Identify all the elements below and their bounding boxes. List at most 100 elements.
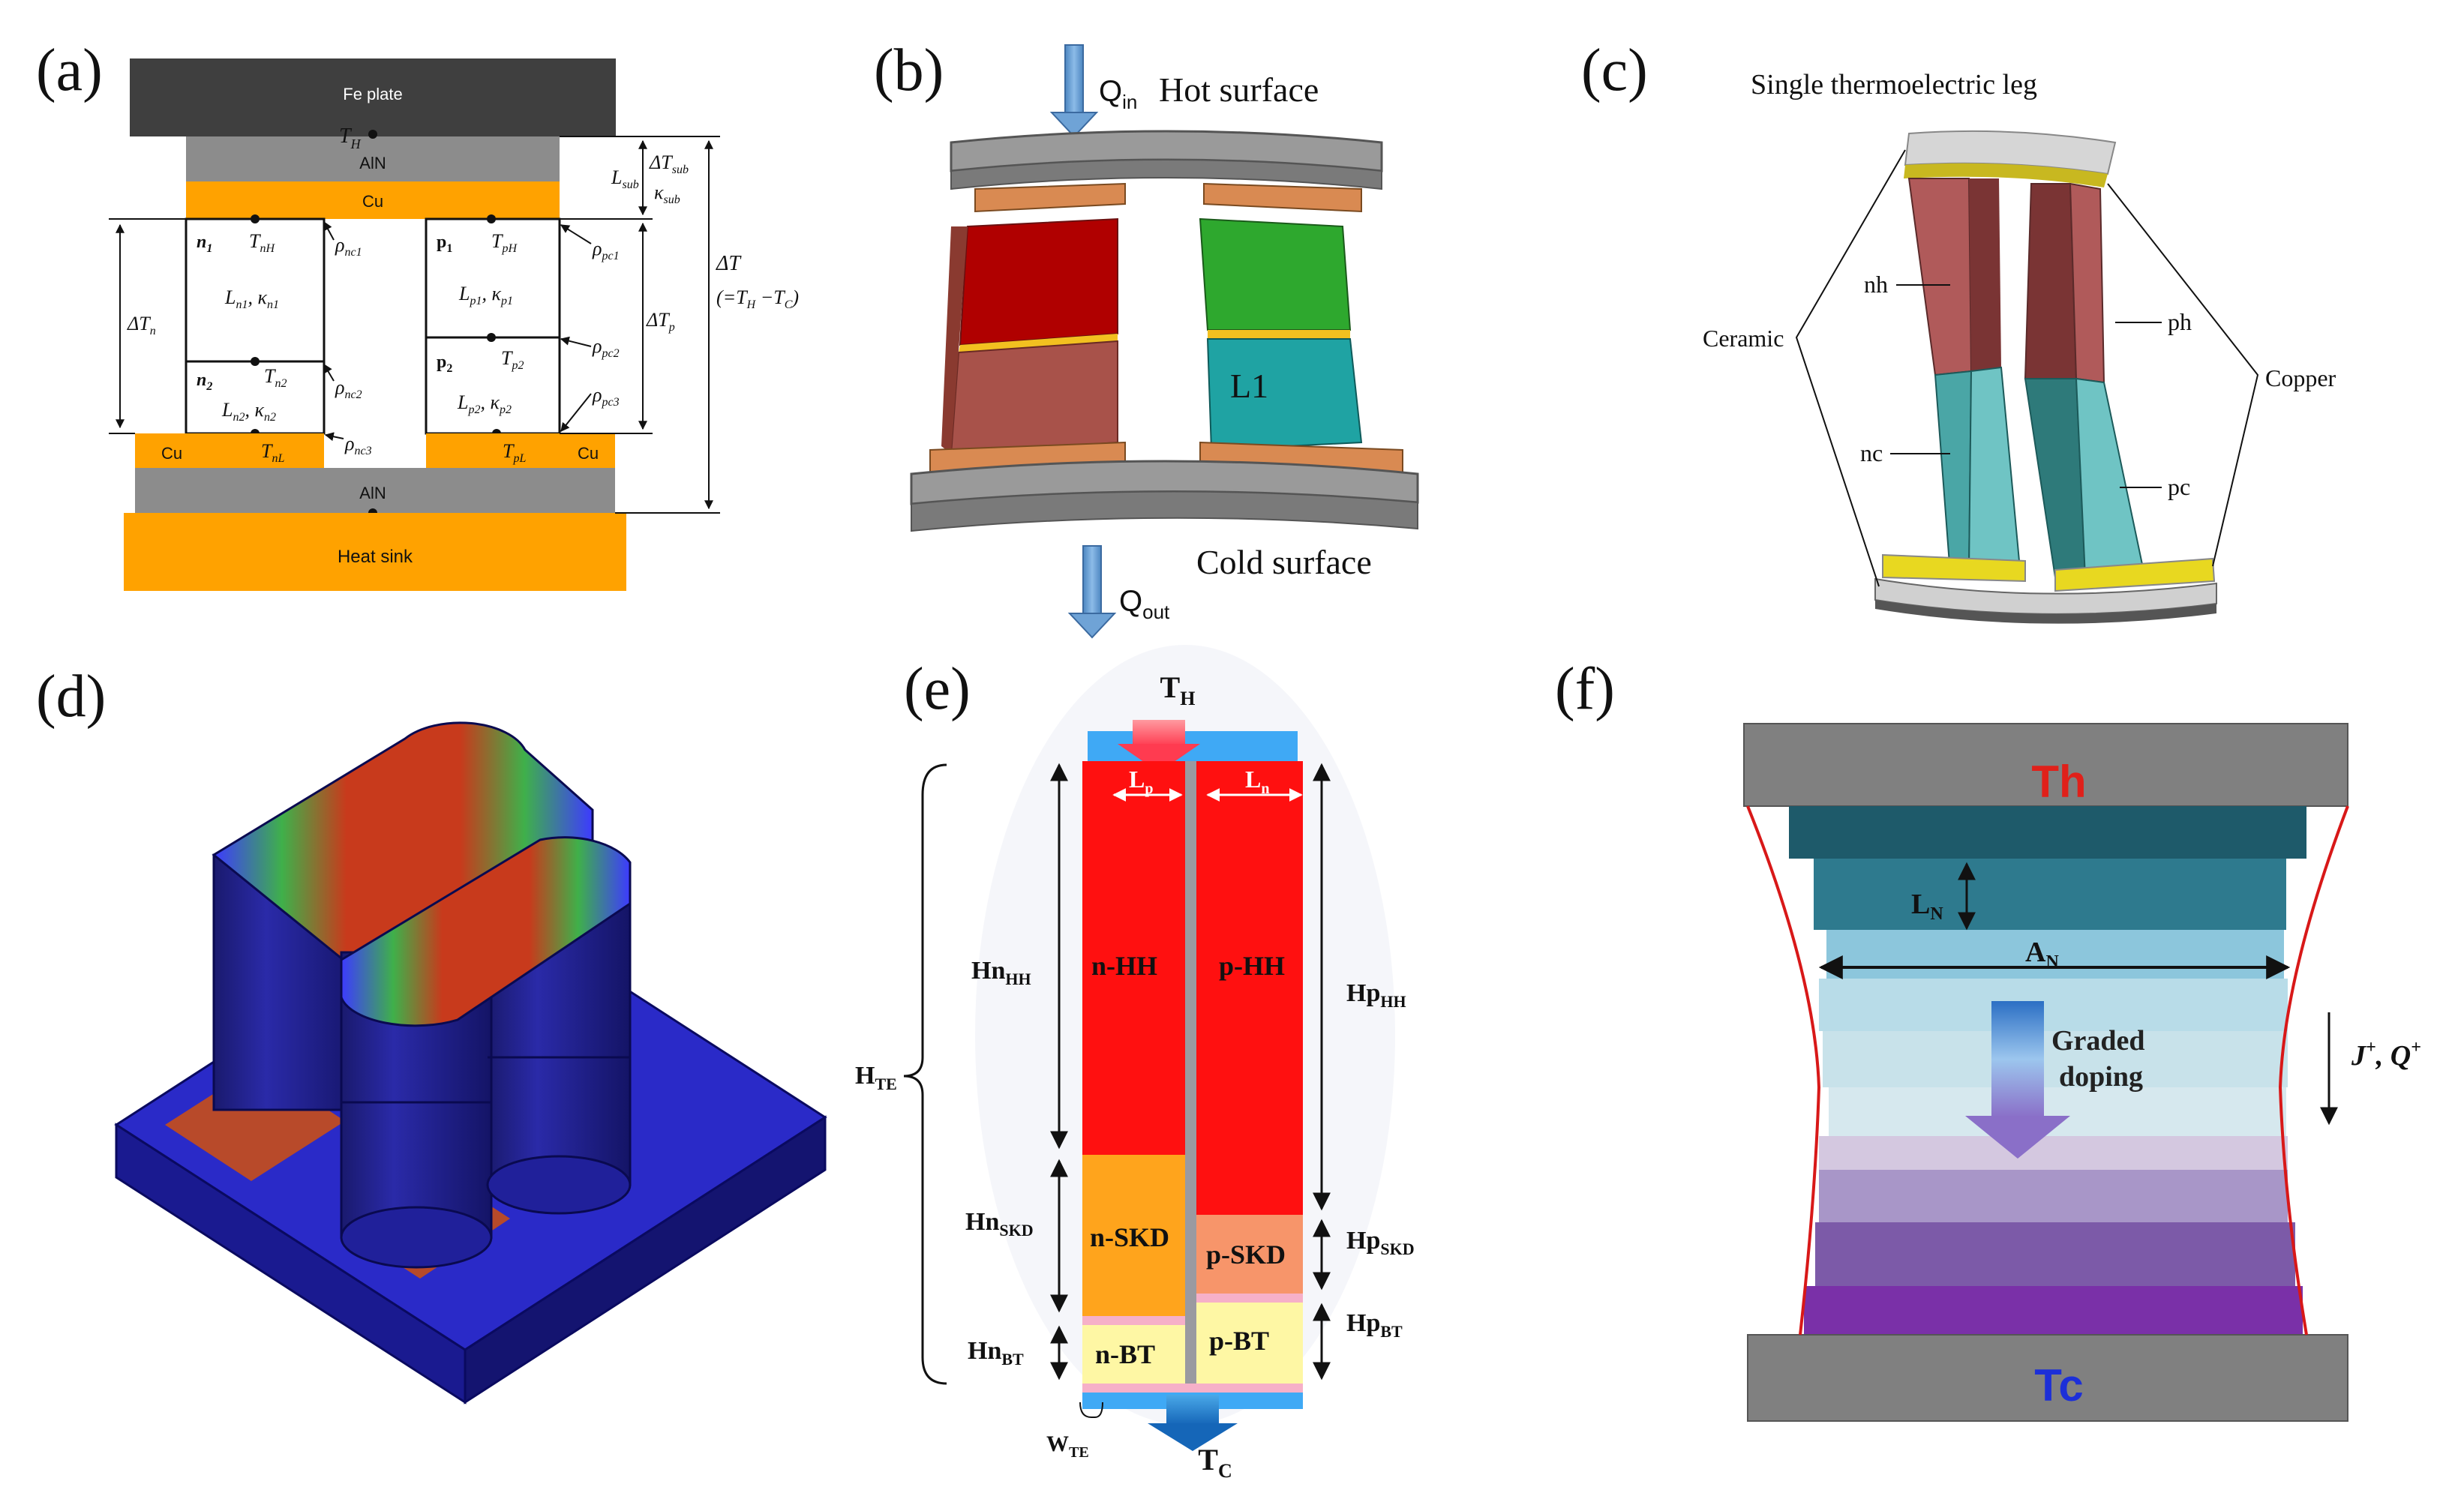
- b-p-hot-segment: [1199, 217, 1352, 331]
- e-hn-skd-label: HnSKD: [965, 1208, 1034, 1240]
- rho-annotations: ρnc1 ρnc2 ρnc3 ρpc1 ρpc2 ρpc3: [323, 220, 620, 457]
- e-hn-bt-label: HnBT: [968, 1337, 1024, 1369]
- ceramic-label: Ceramic: [1703, 325, 1784, 352]
- rho-pc3-label: ρpc3: [592, 384, 620, 409]
- panel-c: Single thermoelectric leg nh ph nc pc Ce…: [1703, 69, 2336, 624]
- f-layer-1: [1789, 806, 2306, 859]
- f-th-label: Th: [2031, 757, 2086, 807]
- panel-b: Qin Hot surface L1 Cold surface Qout: [910, 44, 1419, 639]
- e-wte-brace: [1079, 1402, 1103, 1418]
- e-p-skd: [1196, 1215, 1303, 1294]
- f-layer-6: [1829, 1087, 2286, 1136]
- d-front-hot-tile: [340, 836, 632, 1027]
- p1-label: p1: [437, 232, 452, 255]
- p1-leg: [425, 217, 561, 339]
- e-dimension-arrows: [1050, 763, 1331, 1381]
- f-layer-2: [1814, 859, 2286, 930]
- panel-e: TH TC Lp Ln n-HH p-HH n-SKD p-SKD n-BT p…: [855, 645, 1415, 1482]
- e-p-hh: [1196, 761, 1303, 1215]
- rho-pc2-label: ρpc2: [592, 335, 620, 360]
- c-pc-segment: [2075, 377, 2145, 579]
- th-point: [368, 130, 377, 139]
- f-layer-5: [1823, 1031, 2288, 1087]
- tnh-point: [251, 214, 260, 223]
- e-n-skd: [1082, 1155, 1185, 1316]
- c-bottom-copper-left: [1882, 553, 2026, 583]
- panel-label-e: (e): [904, 656, 971, 722]
- rho-nc2-label: ρnc2: [335, 376, 362, 401]
- lp2-kp2-label: Lp2, κp2: [457, 391, 512, 416]
- aln-bottom-label: AlN: [359, 484, 386, 502]
- b-p-mid-solder: [1208, 330, 1350, 339]
- tp2-label: Tp2: [501, 347, 524, 372]
- f-an-label: AN: [2025, 937, 2059, 972]
- f-doping-arrow-head: [1965, 1116, 2070, 1159]
- e-hp-skd-label: HpSKD: [1346, 1227, 1415, 1258]
- dtp-label: ΔTp: [646, 309, 675, 334]
- f-layer-9: [1815, 1222, 2295, 1286]
- aln-top: [186, 136, 560, 181]
- c-nc-segment: [1967, 366, 2021, 571]
- e-n-sep: [1082, 1316, 1185, 1325]
- cu-top: [186, 181, 560, 219]
- hot-surface-label: Hot surface: [1159, 70, 1319, 109]
- p2-label: p2: [437, 352, 452, 375]
- n1-leg: [185, 217, 326, 363]
- panel-a: Fe plate AlN TH Cu n1 n2 p1 p2 TnH TpH T…: [109, 58, 799, 591]
- e-n-hh-label: n-HH: [1091, 951, 1157, 981]
- fe-plate-label: Fe plate: [343, 85, 403, 103]
- e-n-hh: [1082, 761, 1185, 1155]
- lsub-label: Lsub: [611, 166, 639, 191]
- copper-pointer: [2107, 183, 2259, 567]
- c-nc-segment-left: [1934, 370, 1973, 575]
- tn2-point: [251, 357, 260, 366]
- c-top-copper: [1904, 163, 2108, 187]
- f-jq-label: J+, Q+: [2351, 1038, 2421, 1072]
- e-th-arrow-head: [1118, 744, 1200, 772]
- n2-label: n2: [197, 370, 212, 393]
- panel-label-f: (f): [1555, 656, 1615, 722]
- e-p-sep: [1196, 1294, 1303, 1303]
- dtn-label: ΔTn: [127, 313, 156, 337]
- ph-label: ph: [2168, 308, 2192, 335]
- b-n-side: [941, 226, 968, 454]
- cold-plate-edge: [911, 490, 1418, 532]
- c-ph-segment: [2069, 182, 2105, 384]
- e-lp-label: Lp: [1129, 766, 1153, 797]
- l1-label: L1: [1230, 367, 1268, 405]
- f-tc-label: Tc: [2034, 1360, 2084, 1411]
- nh-label: nh: [1864, 271, 1888, 298]
- aln-bottom: [135, 468, 615, 513]
- c-nh-segment: [1907, 178, 1973, 376]
- fe-plate: [130, 58, 616, 136]
- f-graded-line2: doping: [2059, 1061, 2143, 1093]
- aln-top-label: AlN: [359, 154, 386, 172]
- cu-left-label: Cu: [161, 444, 182, 463]
- b-n-mid-solder: [959, 334, 1118, 352]
- c-pc-side: [2024, 378, 2087, 578]
- copper-label: Copper: [2265, 364, 2336, 391]
- ln1-kn1-label: Ln1, κn1: [224, 286, 279, 311]
- cu-hot-right: [1203, 182, 1362, 213]
- e-tc-label: TC: [1198, 1443, 1232, 1482]
- f-layer-10: [1804, 1286, 2303, 1335]
- d-back-hot-tile: [212, 721, 594, 969]
- tp2-point: [487, 333, 496, 342]
- dtsub-label: ΔTsub: [649, 151, 689, 176]
- e-n-skd-label: n-SKD: [1090, 1222, 1169, 1252]
- e-th-arrow-shaft: [1133, 720, 1185, 746]
- f-right-profile: [2278, 805, 2349, 1336]
- c-bottom-copper-right: [2054, 557, 2216, 592]
- e-tc-arrow-head: [1148, 1423, 1238, 1451]
- tnl-label: TnL: [261, 440, 284, 465]
- e-p-hh-label: p-HH: [1219, 951, 1285, 981]
- q-in-arrow-head: [1049, 112, 1099, 138]
- cu-bottom-left: [135, 433, 324, 468]
- e-p-skd-label: p-SKD: [1206, 1240, 1286, 1270]
- ln2-kn2-label: Ln2, κn2: [221, 399, 276, 424]
- e-hte-label: HTE: [855, 1062, 897, 1093]
- e-gap: [1185, 761, 1196, 1391]
- panel-label-b: (b): [874, 37, 944, 103]
- tn2-label: Tn2: [264, 365, 287, 390]
- n2-leg: [185, 360, 326, 435]
